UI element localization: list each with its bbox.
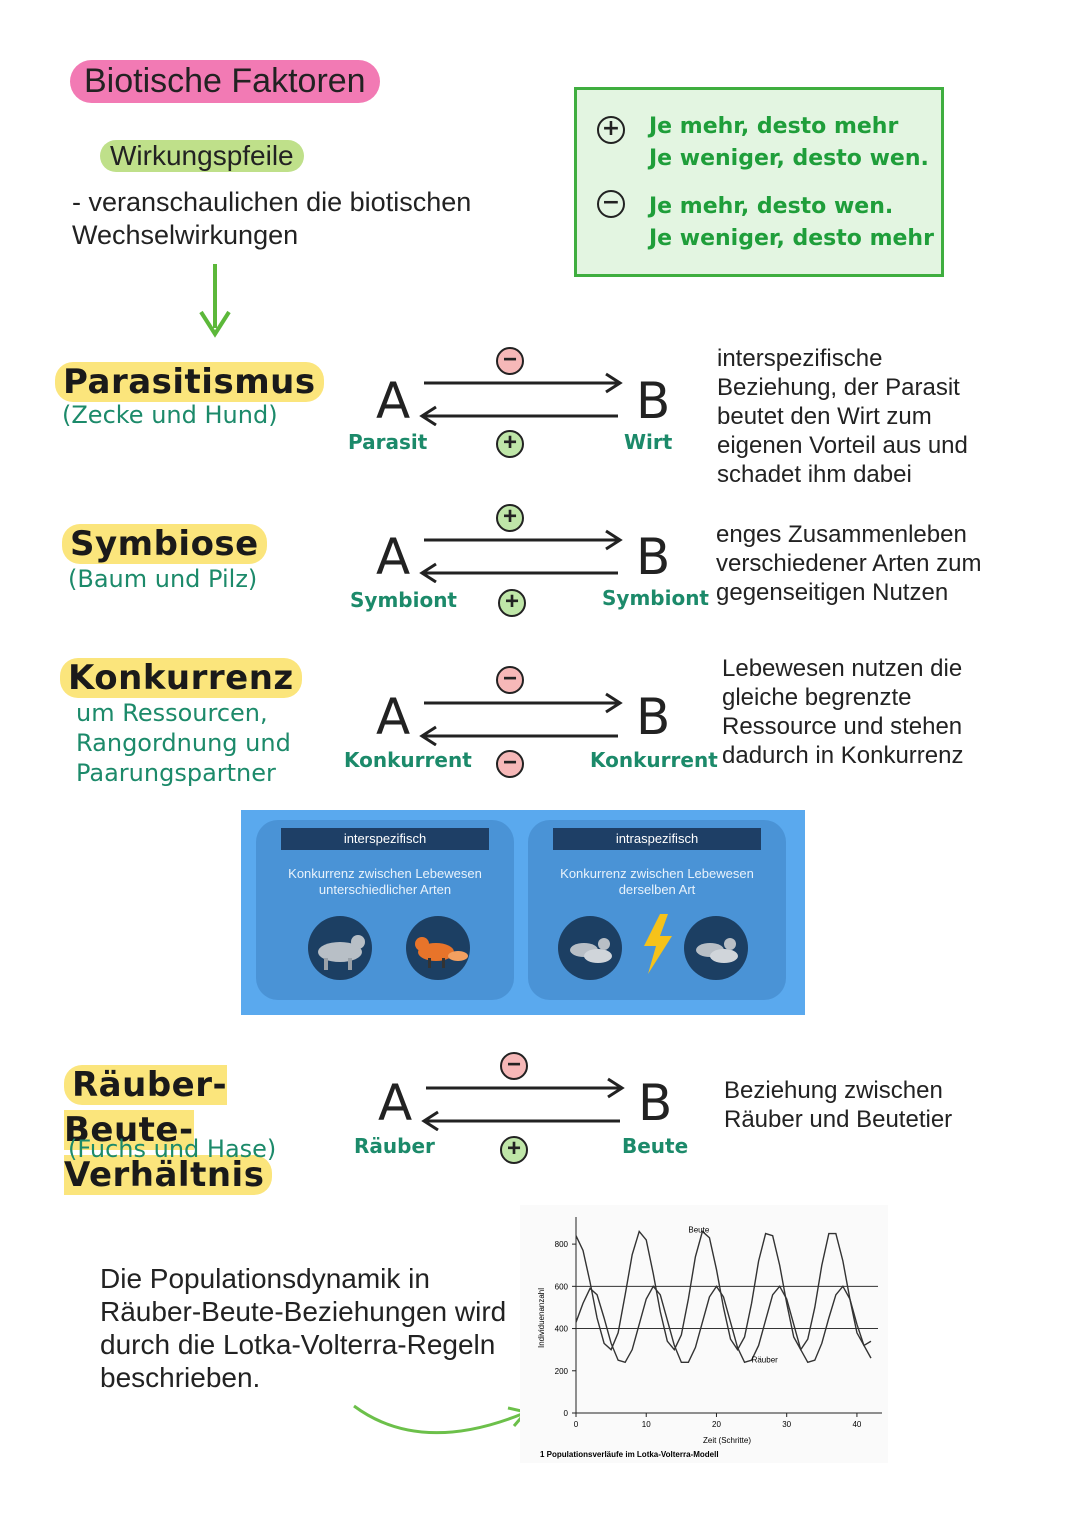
letter-a: A [376,528,411,586]
relation-parasitismus: Parasitismus [55,362,324,402]
interspecific-card: interspezifisch Konkurrenz zwischen Lebe… [256,820,514,1000]
relation-example: (Baum und Pilz) [68,565,258,593]
intraspecific-tag: intraspezifisch [553,828,761,850]
sign-bottom: − [496,750,524,778]
sign-top: + [496,504,524,532]
sign-bottom: + [498,589,526,617]
sign-top: − [496,347,524,375]
wolf-pack-icon [684,916,748,980]
lightning-icon [638,912,678,981]
sign-top: − [496,666,524,694]
interaction-arrows-icon [419,529,623,583]
y-tick-label: 200 [555,1367,569,1376]
relation-name: Parasitismus [55,362,324,402]
letter-b: B [636,372,671,430]
competition-panel: interspezifisch Konkurrenz zwischen Lebe… [241,810,805,1015]
x-tick-label: 20 [712,1420,721,1429]
letter-b: B [638,1074,673,1132]
lotka-volterra-text: Die Populationsdynamik in Räuber-Beute-B… [100,1263,507,1393]
letter-b: B [636,688,671,746]
intraspecific-card: intraspezifisch Konkurrenz zwischen Lebe… [528,820,786,1000]
relation-description: Beziehung zwischen Räuber und Beutetier [724,1077,953,1133]
relation-raeuber-beute: Räuber-Beute-Verhältnis [64,1065,324,1201]
letter-b: B [636,528,671,586]
y-axis-label: Individuenanzahl [537,1288,546,1348]
role-b: Symbiont [602,586,709,610]
plus-icon: + [597,116,625,144]
interaction-arrows-icon [419,372,623,426]
letter-a: A [378,1074,413,1132]
y-tick-label: 0 [564,1409,569,1418]
intraspecific-text: Konkurrenz zwischen Lebewesen derselben … [560,866,754,897]
relation-example: (Zecke und Hund) [62,401,278,429]
legend-box: + Je mehr, desto mehr Je weniger, desto … [574,87,944,277]
y-tick-label: 600 [555,1282,569,1291]
x-tick-label: 30 [782,1420,791,1429]
role-a: Symbiont [350,588,457,612]
intro-text: - veranschaulichen die biotischen Wechse… [72,187,472,250]
x-tick-label: 40 [852,1420,861,1429]
role-b: Beute [622,1134,689,1158]
role-a: Räuber [354,1134,435,1158]
interaction-arrows-icon [419,692,623,746]
role-a: Konkurrent [344,748,472,772]
interspecific-text: Konkurrenz zwischen Lebewesen unterschie… [288,866,482,897]
relation-konkurrenz: Konkurrenz [60,658,302,698]
relation-name: Symbiose [62,524,267,564]
legend-plus-line-1: Je mehr, desto mehr [649,114,899,139]
role-b: Wirt [624,430,673,454]
letter-a: A [376,688,411,746]
legend-plus-line-2: Je weniger, desto wen. [649,146,929,171]
relation-description: enges Zusammenleben verschiedener Arten … [716,521,982,606]
relation-name: Räuber-Beute-Verhältnis [64,1065,273,1195]
legend-minus-line-2: Je weniger, desto mehr [649,226,934,251]
wolf-pack-icon [558,916,622,980]
y-tick-label: 400 [555,1325,569,1334]
legend-label-raeuber: Räuber [752,1355,779,1364]
relation-name: Konkurrenz [60,658,302,698]
sign-bottom: + [500,1136,528,1164]
interaction-arrows-icon [421,1077,625,1131]
page-title: Biotische Faktoren [70,60,380,103]
series-line-raeuber [575,1285,872,1364]
sign-bottom: + [496,430,524,458]
role-a: Parasit [348,430,428,454]
fox-icon [406,916,470,980]
x-tick-label: 0 [574,1420,579,1429]
series-line-beute [575,1229,872,1352]
down-arrow-icon [199,264,231,338]
relation-example: um Ressourcen, Rangordnung und Paarungsp… [76,699,291,787]
legend-minus-line-1: Je mehr, desto wen. [649,194,894,219]
relation-symbiose: Symbiose [62,524,267,564]
relation-description: interspezifische Beziehung, der Parasit … [717,345,968,488]
x-tick-label: 10 [642,1420,651,1429]
letter-a: A [376,372,411,430]
relation-example: (Fuchs und Hase) [68,1135,277,1163]
y-tick-label: 800 [555,1240,569,1249]
sign-top: − [500,1052,528,1080]
interspecific-tag: interspezifisch [281,828,489,850]
chart-caption: 1 Populationsverläufe im Lotka-Volterra-… [540,1450,719,1459]
x-axis-label: Zeit (Schritte) [703,1436,751,1445]
legend-label-beute: Beute [688,1226,709,1235]
role-b: Konkurrent [590,748,718,772]
wolf-icon [308,916,372,980]
minus-icon: − [597,190,625,218]
relation-description: Lebewesen nutzen die gleiche begrenzte R… [722,655,964,769]
curved-arrow-icon [353,1404,529,1435]
section-subtitle: Wirkungspfeile [100,140,304,172]
